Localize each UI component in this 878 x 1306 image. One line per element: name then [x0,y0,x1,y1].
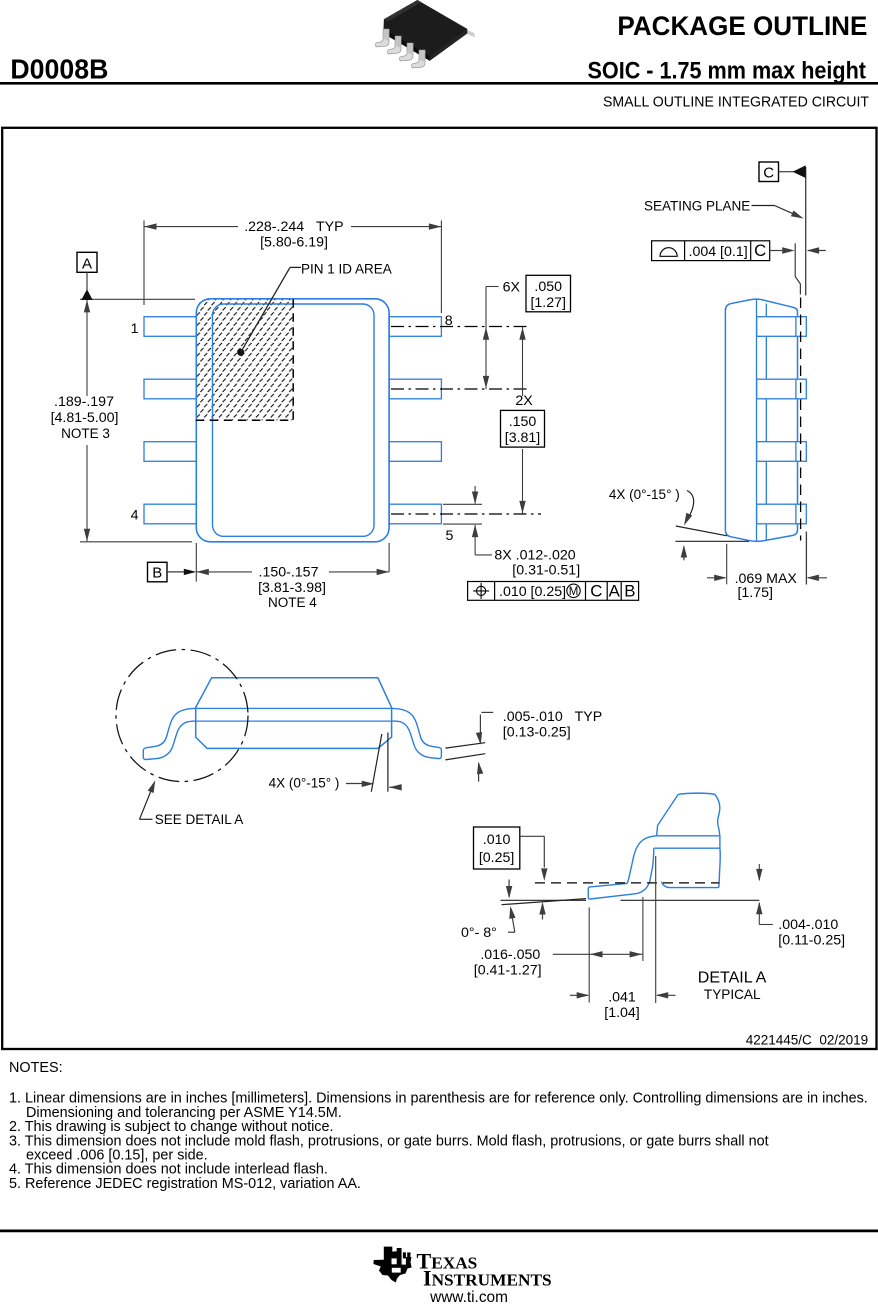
svg-text:Dimensioning and tolerancing p: Dimensioning and tolerancing per ASME Y1… [26,1105,342,1121]
svg-text:4: 4 [131,508,139,524]
svg-text:[3.81]: [3.81] [505,430,541,446]
svg-text:.069 MAX: .069 MAX [735,571,798,587]
svg-text:.050: .050 [534,279,562,295]
svg-text:SEATING PLANE: SEATING PLANE [644,198,750,213]
svg-text:D0008B: D0008B [10,54,108,85]
svg-text:NOTE 3: NOTE 3 [61,426,110,441]
svg-text:INSTRUMENTS: INSTRUMENTS [423,1266,552,1291]
svg-text:2X: 2X [515,393,533,409]
svg-text:[0.11-0.25]: [0.11-0.25] [778,932,845,948]
svg-text:TEXAS: TEXAS [417,1249,478,1274]
svg-text:SOIC - 1.75 mm max height: SOIC - 1.75 mm max height [588,58,867,85]
svg-text:4X (0°-15° ): 4X (0°-15° ) [609,487,680,502]
svg-text:SEE DETAIL A: SEE DETAIL A [155,812,244,827]
svg-text:.004-.010: .004-.010 [778,917,838,933]
svg-text:2. This drawing is subject to: 2. This drawing is subject to change wit… [9,1119,334,1135]
svg-text:4221445/C 02/2019: 4221445/C 02/2019 [746,1033,869,1049]
svg-text:1: 1 [131,321,139,337]
svg-text:[0.31-0.51]: [0.31-0.51] [512,563,580,579]
svg-text:DETAIL A: DETAIL A [698,970,767,987]
svg-text:0°- 8°: 0°- 8° [461,925,497,941]
svg-text:[1.27]: [1.27] [530,295,566,311]
svg-text:PACKAGE OUTLINE: PACKAGE OUTLINE [617,11,867,41]
svg-text:8X .012-.020: 8X .012-.020 [494,547,575,563]
svg-text:6X: 6X [503,280,521,296]
svg-text:.150: .150 [509,414,537,430]
svg-text:A: A [82,255,92,272]
svg-text:3. This dimension does not inc: 3. This dimension does not include mold … [9,1133,769,1149]
svg-text:.005-.010 TYP: .005-.010 TYP [503,709,602,725]
svg-text:[5.80-6.19]: [5.80-6.19] [260,235,328,251]
svg-text:[1.04]: [1.04] [604,1005,640,1021]
svg-text:4X (0°-15° ): 4X (0°-15° ) [269,775,340,790]
svg-text:.010: .010 [483,832,511,848]
svg-text:SMALL OUTLINE INTEGRATED CIRCU: SMALL OUTLINE INTEGRATED CIRCUIT [603,95,869,111]
svg-text:NOTE 4: NOTE 4 [268,595,317,610]
svg-text:A: A [609,581,621,600]
svg-text:.041: .041 [608,990,636,1006]
svg-text:5: 5 [446,528,454,544]
svg-text:[0.13-0.25]: [0.13-0.25] [503,725,571,741]
svg-text:TYPICAL: TYPICAL [704,987,761,1002]
svg-text:www.ti.com: www.ti.com [429,1289,508,1306]
svg-text:.016-.050: .016-.050 [480,947,540,963]
svg-text:1. Linear dimensions are in in: 1. Linear dimensions are in inches [mill… [9,1091,868,1107]
svg-text:8: 8 [445,313,453,329]
svg-text:NOTES:: NOTES: [9,1060,63,1076]
svg-text:.150-.157: .150-.157 [259,564,319,580]
svg-text:M: M [569,586,579,598]
svg-text:exceed .006 [0.15], per side.: exceed .006 [0.15], per side. [26,1148,208,1164]
svg-text:5. Reference JEDEC registratio: 5. Reference JEDEC registration MS-012, … [9,1176,361,1192]
svg-text:[0.25]: [0.25] [479,850,515,866]
svg-text:[3.81-3.98]: [3.81-3.98] [258,580,326,596]
svg-text:C: C [590,581,602,600]
svg-text:B: B [624,581,635,600]
svg-text:4. This dimension does not inc: 4. This dimension does not include inter… [9,1162,328,1178]
svg-text:PIN 1 ID AREA: PIN 1 ID AREA [301,261,392,276]
svg-text:[4.81-5.00]: [4.81-5.00] [51,410,119,426]
svg-text:.228-.244 TYP: .228-.244 TYP [244,219,343,235]
svg-text:C: C [763,164,774,181]
svg-text:.010 [0.25]: .010 [0.25] [499,584,566,600]
svg-text:B: B [152,565,162,582]
svg-text:.004 [0.1]: .004 [0.1] [689,244,748,260]
svg-text:[0.41-1.27]: [0.41-1.27] [474,962,542,978]
svg-text:C: C [754,241,766,260]
svg-text:.189-.197: .189-.197 [54,394,114,410]
svg-text:[1.75]: [1.75] [737,585,773,601]
